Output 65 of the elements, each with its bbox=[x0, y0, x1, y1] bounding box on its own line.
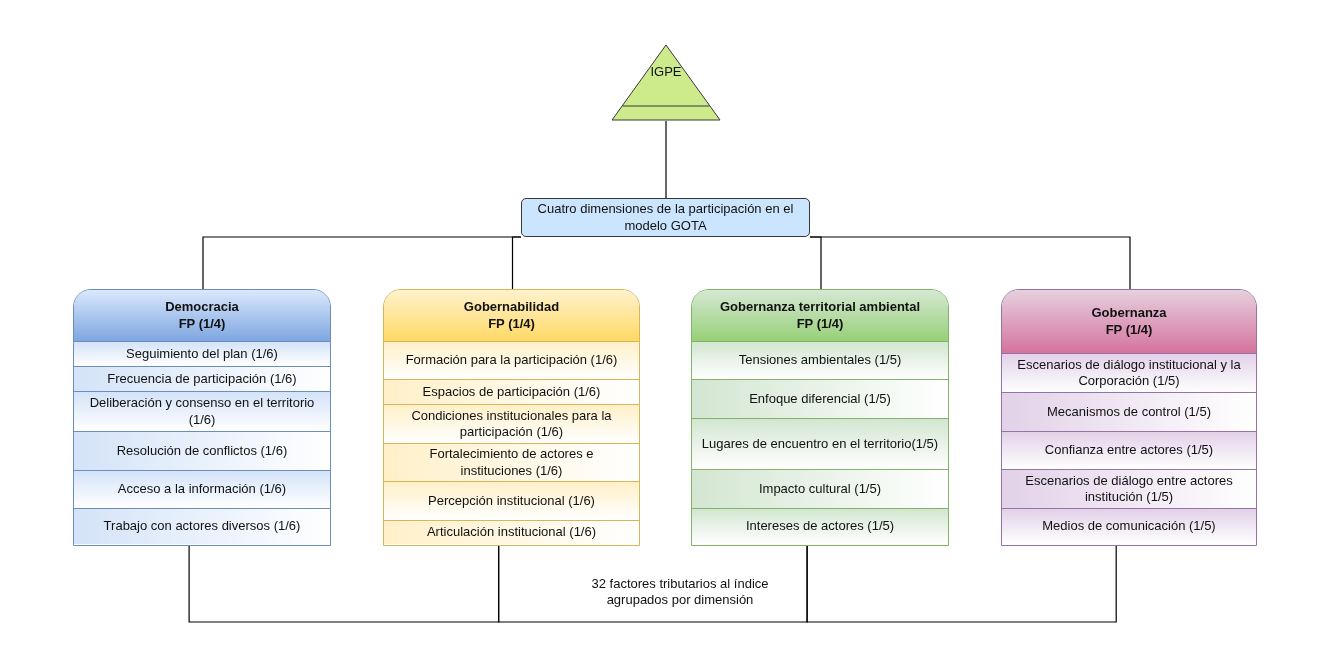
factor-text: Confianza entre actores (1/5) bbox=[1044, 442, 1214, 459]
factor-text: Escenarios de diálogo entre actores institución (1/5) bbox=[1024, 472, 1234, 506]
factor-text: Enfoque diferencial (1/5) bbox=[749, 390, 891, 408]
factor-row bbox=[384, 379, 639, 404]
connector-line bbox=[665, 120, 667, 199]
factor-text: Percepción institucional (1/6) bbox=[428, 492, 595, 510]
factor-row bbox=[74, 431, 330, 470]
connector-line bbox=[188, 545, 500, 623]
factor-text: Intereses de actores (1/5) bbox=[745, 518, 895, 535]
factor-text: Seguimiento del plan (1/6) bbox=[126, 345, 278, 363]
factor-row bbox=[74, 341, 330, 366]
factor-row bbox=[384, 520, 639, 544]
factor-row bbox=[74, 470, 330, 508]
factor-row bbox=[692, 508, 948, 544]
card-title: FP (1/4) bbox=[1105, 321, 1153, 338]
factor-text: Tensiones ambientales (1/5) bbox=[738, 352, 902, 369]
card-title: Democracia bbox=[165, 299, 239, 316]
process-box bbox=[521, 198, 810, 237]
factor-row bbox=[384, 404, 639, 443]
card-title: FP (1/4) bbox=[178, 315, 226, 332]
factor-row bbox=[1002, 431, 1256, 469]
factor-row bbox=[692, 341, 948, 379]
factor-row bbox=[384, 443, 639, 481]
factor-row bbox=[1002, 469, 1256, 508]
dimension-card bbox=[73, 289, 331, 546]
factor-text: Mecanismos de control (1/5) bbox=[1047, 403, 1211, 421]
factor-text: Deliberación y consenso en el territorio (1/6) bbox=[88, 395, 316, 428]
card-title: Gobernanza bbox=[1091, 305, 1167, 322]
factor-row bbox=[1002, 392, 1256, 431]
factor-text: Impacto cultural (1/5) bbox=[758, 480, 882, 498]
connector-line bbox=[809, 236, 1131, 290]
dimension-card bbox=[691, 289, 949, 546]
factor-row bbox=[74, 366, 330, 391]
factor-text: Fortalecimiento de actores e instituciones (1/6) bbox=[428, 446, 595, 479]
factor-text: Formación para la participación (1/6) bbox=[405, 352, 618, 369]
card-title: FP (1/4) bbox=[488, 315, 535, 332]
node-text: IGPE bbox=[650, 64, 682, 81]
factor-text: Lugares de encuentro en el territorio(1/5) bbox=[701, 435, 939, 453]
factor-text: Articulación institucional (1/6) bbox=[426, 524, 597, 541]
factor-row bbox=[1002, 508, 1256, 544]
factor-row bbox=[384, 341, 639, 379]
card-title: Gobernanza territorial ambiental bbox=[719, 299, 921, 316]
factor-text: Resolución de conflictos (1/6) bbox=[116, 442, 288, 460]
factor-text: Frecuencia de participación (1/6) bbox=[107, 370, 297, 388]
note-text: 32 factores tributarios al índice agrupados por dimensión bbox=[590, 576, 770, 609]
factor-row bbox=[1002, 353, 1256, 392]
factor-text: Espacios de participación (1/6) bbox=[422, 383, 601, 401]
factor-text: Condiciones institucionales para la participación (1/6) bbox=[410, 407, 613, 441]
factor-text: Acceso a la información (1/6) bbox=[117, 481, 287, 498]
factor-row bbox=[74, 508, 330, 544]
connector-line bbox=[806, 545, 1117, 623]
node-text: Cuatro dimensiones de la participación en el modelo GOTA bbox=[536, 201, 795, 234]
factor-text: Trabajo con actores diversos (1/6) bbox=[103, 518, 301, 535]
dimension-card bbox=[383, 289, 640, 546]
dimension-card bbox=[1001, 289, 1257, 546]
connector-line bbox=[511, 236, 522, 290]
factor-text: Escenarios de diálogo institucional y la Corporación (1/5) bbox=[1016, 356, 1242, 390]
factor-row bbox=[74, 391, 330, 431]
factor-row bbox=[384, 481, 639, 520]
card-title: Gobernabilidad bbox=[463, 299, 560, 316]
factor-row bbox=[692, 379, 948, 418]
connector-line bbox=[498, 545, 808, 623]
card-title: FP (1/4) bbox=[796, 315, 844, 332]
factor-text: Medios de comunicación (1/5) bbox=[1042, 518, 1216, 535]
factor-row bbox=[692, 469, 948, 508]
